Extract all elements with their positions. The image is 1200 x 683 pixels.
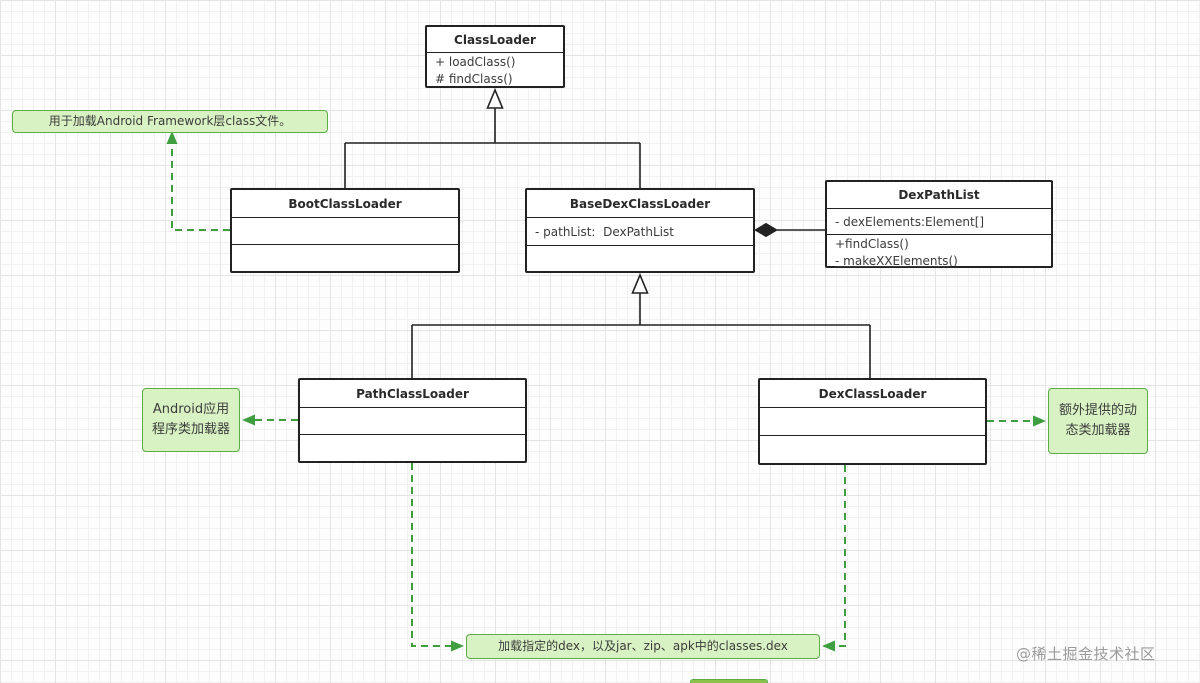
separator <box>232 244 458 245</box>
empty-compartment <box>760 436 985 462</box>
class-pathclassloader[interactable]: PathClassLoader <box>298 378 527 463</box>
note-extra-loader-line1: 额外提供的动 <box>1058 402 1137 418</box>
class-dexclassloader[interactable]: DexClassLoader <box>758 378 987 465</box>
class-basedexclassloader-field: - pathList: DexPathList <box>535 225 674 239</box>
note-framework-text: 用于加载Android Framework层class文件。 <box>48 114 292 129</box>
watermark: @稀土掘金技术社区 <box>1016 645 1156 663</box>
bottom-green-strip <box>690 679 768 683</box>
empty-compartment <box>232 218 458 244</box>
class-classloader[interactable]: ClassLoader + loadClass() # findClass() <box>425 25 565 88</box>
separator <box>527 245 753 246</box>
inheritance-connector-to-basedexclassloader <box>411 272 871 378</box>
separator <box>827 208 1051 209</box>
separator <box>527 217 753 218</box>
empty-compartment <box>760 408 985 435</box>
note-android-app[interactable]: Android应用 程序类加载器 <box>142 388 240 452</box>
dashed-link-bottom-note-right <box>822 465 846 652</box>
class-dexclassloader-title: DexClassLoader <box>818 386 927 401</box>
separator <box>827 234 1051 235</box>
dashed-link-androidapp-note <box>242 414 298 426</box>
class-dexpathlist-field: - dexElements:Element[] <box>835 215 985 229</box>
class-bootclassloader[interactable]: BootClassLoader <box>230 188 460 273</box>
separator <box>232 217 458 218</box>
class-classloader-method: # findClass() <box>435 72 513 86</box>
class-dexpathlist-method: - makeXXElements() <box>835 254 958 268</box>
separator <box>300 434 525 435</box>
note-bottom[interactable]: 加载指定的dex，以及jar、zip、apk中的classes.dex <box>466 634 820 659</box>
dashed-link-bottom-note-left <box>411 463 464 652</box>
class-dexpathlist-title: DexPathList <box>898 188 980 202</box>
dashed-link-framework-note <box>166 131 230 231</box>
separator <box>760 435 985 436</box>
separator <box>760 407 985 408</box>
separator <box>300 407 525 408</box>
class-dexpathlist[interactable]: DexPathList - dexElements:Element[] +fin… <box>825 180 1053 268</box>
class-pathclassloader-title: PathClassLoader <box>356 386 469 401</box>
class-bootclassloader-title: BootClassLoader <box>288 196 402 211</box>
dashed-link-extraloader-note <box>987 415 1046 427</box>
empty-compartment <box>300 435 525 461</box>
class-basedexclassloader-title: BaseDexClassLoader <box>569 196 711 211</box>
separator <box>427 52 563 53</box>
empty-compartment <box>232 245 458 271</box>
class-classloader-method: + loadClass() <box>435 55 516 69</box>
note-android-app-line1: Android应用 <box>152 401 230 417</box>
note-android-app-line2: 程序类加载器 <box>151 422 230 437</box>
class-basedexclassloader[interactable]: BaseDexClassLoader - pathList: DexPathLi… <box>525 188 755 273</box>
inheritance-connector-to-classloader <box>344 87 641 188</box>
class-classloader-title: ClassLoader <box>454 32 536 47</box>
note-extra-loader[interactable]: 额外提供的动 态类加载器 <box>1048 388 1148 454</box>
empty-compartment <box>527 246 753 270</box>
class-dexpathlist-method: +findClass() <box>835 237 909 251</box>
note-bottom-text: 加载指定的dex，以及jar、zip、apk中的classes.dex <box>498 639 788 654</box>
note-framework[interactable]: 用于加载Android Framework层class文件。 <box>12 110 328 133</box>
empty-compartment <box>300 408 525 434</box>
composition-connector-dexpathlist <box>754 222 825 238</box>
note-extra-loader-line2: 态类加载器 <box>1065 423 1131 438</box>
